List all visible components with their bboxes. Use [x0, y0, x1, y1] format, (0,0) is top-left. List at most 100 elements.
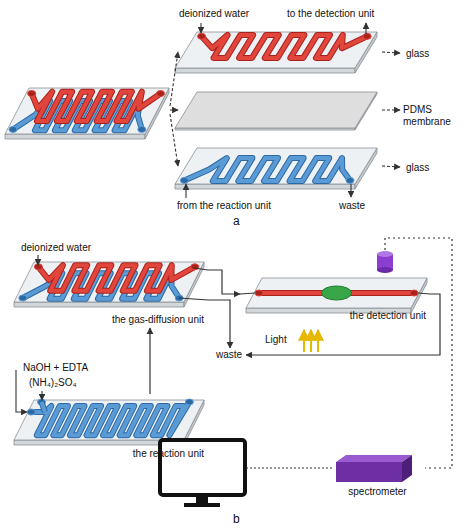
channel [31, 402, 189, 435]
annotation: from the reaction unit [176, 200, 272, 212]
node-text: glass [406, 162, 429, 174]
port [255, 290, 263, 296]
water-channel [34, 264, 198, 291]
plate-top [175, 148, 377, 184]
monitor-base [184, 503, 220, 507]
port [157, 91, 165, 97]
signal-line [385, 238, 452, 468]
channel [38, 265, 194, 291]
node-text: PDMS membrane [403, 104, 470, 128]
box-top [336, 455, 412, 462]
reaction-channel [27, 399, 193, 435]
channel-outline [202, 35, 368, 58]
outlet-arrow [365, 23, 366, 34]
channel [42, 402, 46, 412]
plate-top [246, 278, 427, 308]
flow-line [208, 270, 240, 294]
leader-arrow [382, 166, 400, 167]
gas-diffusion-chip [14, 262, 204, 307]
annotation: NaOH + EDTA [22, 362, 89, 374]
inlet-arrow [200, 23, 201, 33]
monitor-stand [196, 497, 208, 504]
flow-line [208, 300, 230, 348]
port [198, 33, 206, 39]
annotation: (NH₄)₂SO₄ [28, 377, 78, 389]
port [27, 409, 35, 415]
annotation: to the detection unit [286, 8, 375, 20]
leader-arrow [382, 52, 400, 53]
light-arrow [310, 330, 312, 352]
inlet-arrow [41, 391, 42, 400]
box-front [336, 462, 402, 482]
instrument-box: spectrometer [330, 448, 425, 500]
plate-top [175, 92, 377, 128]
node-text: the detection unit [350, 310, 426, 322]
channel-outline [32, 92, 161, 121]
channel [202, 35, 368, 58]
channel-outline [31, 402, 189, 435]
outlet-arrow [350, 184, 351, 197]
node-text: waste [216, 349, 242, 361]
port [185, 399, 193, 405]
annotation: deionized water [20, 242, 92, 254]
layer-label: PDMS membrane [401, 103, 472, 129]
gas-channel [180, 158, 354, 183]
port [363, 33, 371, 39]
node-text: spectrometer [348, 486, 406, 498]
probe-top [377, 251, 393, 257]
explode-arrow [170, 109, 178, 110]
layer-label: glass [404, 47, 433, 61]
glass-layer-top [175, 32, 377, 73]
light-arrow [317, 330, 319, 352]
plate-top [14, 262, 204, 302]
plate-front [14, 302, 184, 307]
channel-outline [38, 265, 194, 291]
inlet-arrow [16, 370, 27, 412]
port [138, 126, 146, 132]
pdms-membrane [175, 92, 377, 130]
annotation: Light [264, 334, 288, 346]
probe-bottom [377, 267, 393, 273]
flow-line [246, 294, 440, 355]
inlet-arrow [37, 255, 38, 265]
inlet-stub [240, 293, 255, 294]
port [180, 177, 188, 183]
annotation: deionized water [178, 8, 250, 20]
plate-front [175, 184, 355, 189]
data-cable [246, 467, 334, 468]
light-arrow [303, 330, 305, 352]
port [19, 295, 27, 301]
channel-outline [184, 158, 350, 181]
port [410, 290, 418, 296]
port [346, 177, 354, 183]
node-text: glass [406, 48, 429, 60]
inlet-arrow [185, 184, 186, 198]
detection-chip [246, 278, 427, 313]
plate-top [14, 400, 204, 440]
reaction-channel [42, 402, 46, 412]
detection-cell [322, 286, 352, 300]
outlet-stub [179, 298, 208, 300]
optical-probe [377, 251, 393, 273]
plate-front [5, 134, 145, 139]
outlet-stub [418, 293, 430, 294]
panel-letter: a [232, 214, 241, 228]
port [9, 126, 17, 132]
plate-top [5, 88, 169, 134]
outlet-label: waste [214, 348, 246, 362]
unit-box: the reaction unit [8, 394, 208, 462]
plate-top [175, 32, 377, 68]
channel-outline [42, 402, 46, 412]
node-text: the reaction unit [133, 448, 204, 460]
box-side [402, 455, 412, 482]
assembled-chip [5, 88, 169, 139]
water-channel [28, 91, 165, 122]
glass-layer-bottom [175, 148, 377, 189]
explode-arrow [170, 114, 178, 166]
channel [184, 158, 350, 181]
layer-label: glass [404, 161, 433, 175]
spectrometer-body [336, 455, 412, 482]
water-channel [198, 33, 372, 58]
